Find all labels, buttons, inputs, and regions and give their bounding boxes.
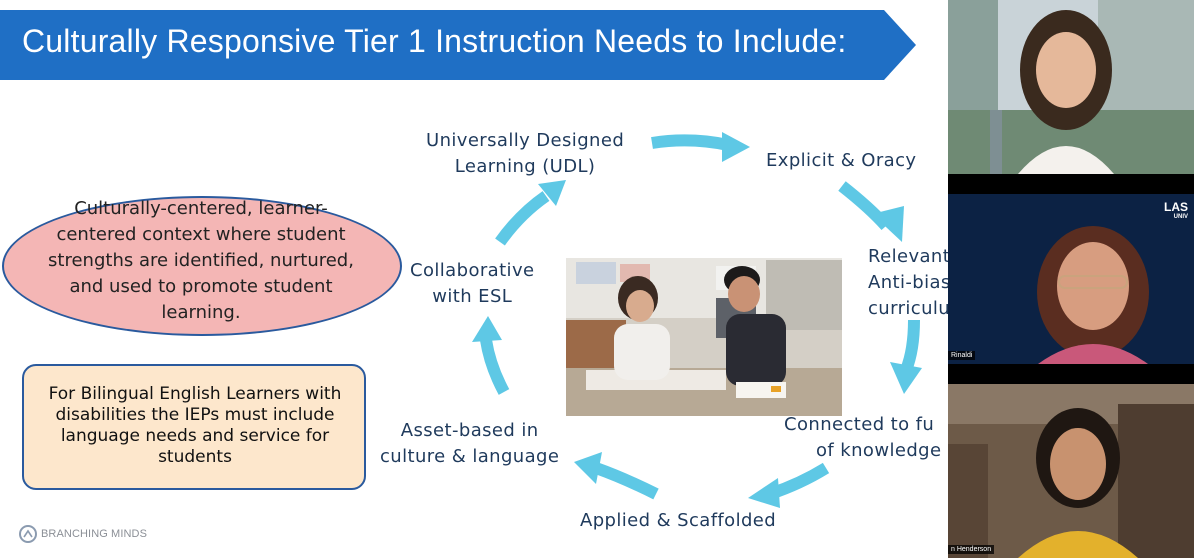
note-line-4: students bbox=[158, 447, 232, 467]
relevant-line-1: Relevant bbox=[868, 246, 948, 267]
video-tile-2[interactable]: LAS UNIV Rinaldi bbox=[948, 194, 1194, 364]
arrow-collaborative-to-udl bbox=[495, 180, 566, 246]
cycle-node-relevant: Relevant Anti-bias curriculu bbox=[868, 244, 948, 322]
participant-3-name: n Henderson bbox=[948, 545, 995, 554]
collaborative-line-2: with ESL bbox=[432, 286, 513, 307]
iep-note-text: For Bilingual English Learners with disa… bbox=[26, 384, 364, 468]
oval-line-1: Culturally-centered, learner- bbox=[74, 198, 328, 219]
cycle-arrows bbox=[472, 132, 922, 508]
asset-line-1: Asset-based in bbox=[400, 420, 539, 441]
arrow-explicit-to-relevant bbox=[838, 181, 904, 242]
arrow-udl-to-explicit bbox=[651, 132, 750, 162]
oval-line-3: strengths are identified, nurtured, bbox=[48, 250, 354, 271]
udl-line-1: Universally Designed bbox=[426, 130, 625, 151]
presentation-slide: Culturally Responsive Tier 1 Instruction… bbox=[0, 0, 948, 558]
cycle-node-collaborative: Collaborative with ESL bbox=[410, 258, 534, 310]
asset-line-2: culture & language bbox=[380, 446, 560, 467]
oval-line-2: centered context where student bbox=[56, 224, 346, 245]
note-line-1: For Bilingual English Learners with bbox=[48, 384, 342, 404]
udl-line-2: Learning (UDL) bbox=[454, 156, 596, 177]
org-badge: LAS UNIV bbox=[1164, 200, 1188, 220]
iep-note-box bbox=[22, 364, 366, 490]
participant-1-video bbox=[948, 0, 1194, 174]
relevant-line-3: curriculu bbox=[868, 298, 948, 319]
connected-line-1: Connected to fu bbox=[784, 414, 935, 435]
arrow-relevant-to-connected bbox=[890, 319, 922, 394]
participant-2-video bbox=[948, 194, 1194, 364]
cycle-node-applied: Applied & Scaffolded bbox=[580, 510, 777, 531]
cycle-node-asset: Asset-based in culture & language bbox=[380, 418, 559, 470]
cycle-node-explicit: Explicit & Oracy bbox=[766, 150, 917, 171]
context-oval bbox=[2, 196, 402, 336]
participant-3-video bbox=[948, 384, 1194, 558]
collaborative-line-1: Collaborative bbox=[410, 260, 535, 281]
oval-line-5: learning. bbox=[161, 302, 241, 323]
arrow-asset-to-collaborative bbox=[472, 316, 510, 395]
cycle-node-udl: Universally Designed Learning (UDL) bbox=[426, 128, 624, 180]
relevant-line-2: Anti-bias bbox=[868, 272, 948, 293]
arrow-applied-to-asset bbox=[574, 452, 659, 500]
video-tile-3[interactable]: n Henderson bbox=[948, 384, 1194, 558]
connected-line-2: of knowledge bbox=[816, 440, 942, 461]
note-line-3: language needs and service for bbox=[60, 426, 330, 446]
branching-minds-logo: BRANCHING MINDS bbox=[18, 524, 147, 544]
oval-line-4: and used to promote student bbox=[69, 276, 333, 297]
arrow-connected-to-applied bbox=[748, 462, 830, 508]
video-tile-1[interactable] bbox=[948, 0, 1194, 174]
participant-2-name: Rinaldi bbox=[948, 351, 976, 360]
banner-shape bbox=[0, 10, 916, 80]
logo-text: BRANCHING MINDS bbox=[41, 528, 148, 540]
slide-title: Culturally Responsive Tier 1 Instruction… bbox=[22, 23, 847, 59]
classroom-photo bbox=[566, 258, 842, 416]
title-banner: Culturally Responsive Tier 1 Instruction… bbox=[0, 10, 916, 80]
classroom-photo-art bbox=[566, 258, 842, 416]
cycle-node-connected: Connected to fu of knowledge bbox=[784, 412, 941, 464]
context-oval-text: Culturally-centered, learner- centered c… bbox=[20, 196, 382, 326]
branching-minds-logo-icon bbox=[19, 525, 37, 543]
note-line-2: disabilities the IEPs must include bbox=[55, 405, 335, 425]
